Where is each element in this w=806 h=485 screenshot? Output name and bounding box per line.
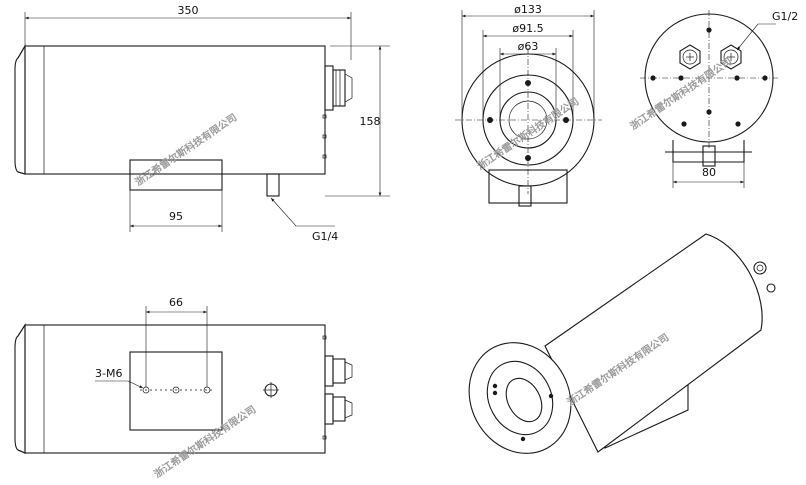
dim-hole-spacing: 66: [169, 296, 183, 309]
rear-cable-gland-right: [720, 44, 742, 70]
callout-mount-holes: 3-M6: [95, 367, 122, 380]
watermark-3: 浙江希雷尔斯科技有限公司: [627, 55, 734, 133]
bottom-cable-glands: [322, 335, 353, 440]
watermark-4: 浙江希雷尔斯科技有限公司: [151, 403, 258, 481]
side-view: 350 158 95 G1/4: [14, 4, 390, 243]
front-view: ø133 ø91.5 ø63: [455, 3, 602, 207]
watermark-1: 浙江希雷尔斯科技有限公司: [132, 111, 239, 189]
dim-length: 350: [178, 4, 199, 17]
rear-view: 80 G1/2: [640, 10, 798, 188]
mount-holes: [140, 386, 213, 394]
dim-height: 158: [360, 115, 381, 128]
rear-screw-holes: [650, 27, 768, 127]
dim-rear-spacing: 80: [702, 166, 716, 179]
cable-glands: [322, 65, 353, 159]
dim-dia-inner: ø63: [518, 40, 539, 53]
callout-air-port: G1/4: [312, 230, 338, 243]
iso-rear-glands: [753, 261, 776, 293]
iso-front-screws: [492, 383, 554, 442]
isometric-view: [468, 233, 776, 454]
dim-dia-mid: ø91.5: [512, 22, 543, 35]
rear-cable-gland-left: [679, 44, 701, 70]
callout-cable-port: G1/2: [772, 10, 798, 23]
bottom-view: 66 3-M6: [14, 296, 353, 454]
dim-dia-outer: ø133: [514, 3, 542, 16]
breather-valve: [263, 382, 279, 398]
front-screw-holes: [487, 80, 569, 161]
dim-bracket-width: 95: [169, 210, 183, 223]
